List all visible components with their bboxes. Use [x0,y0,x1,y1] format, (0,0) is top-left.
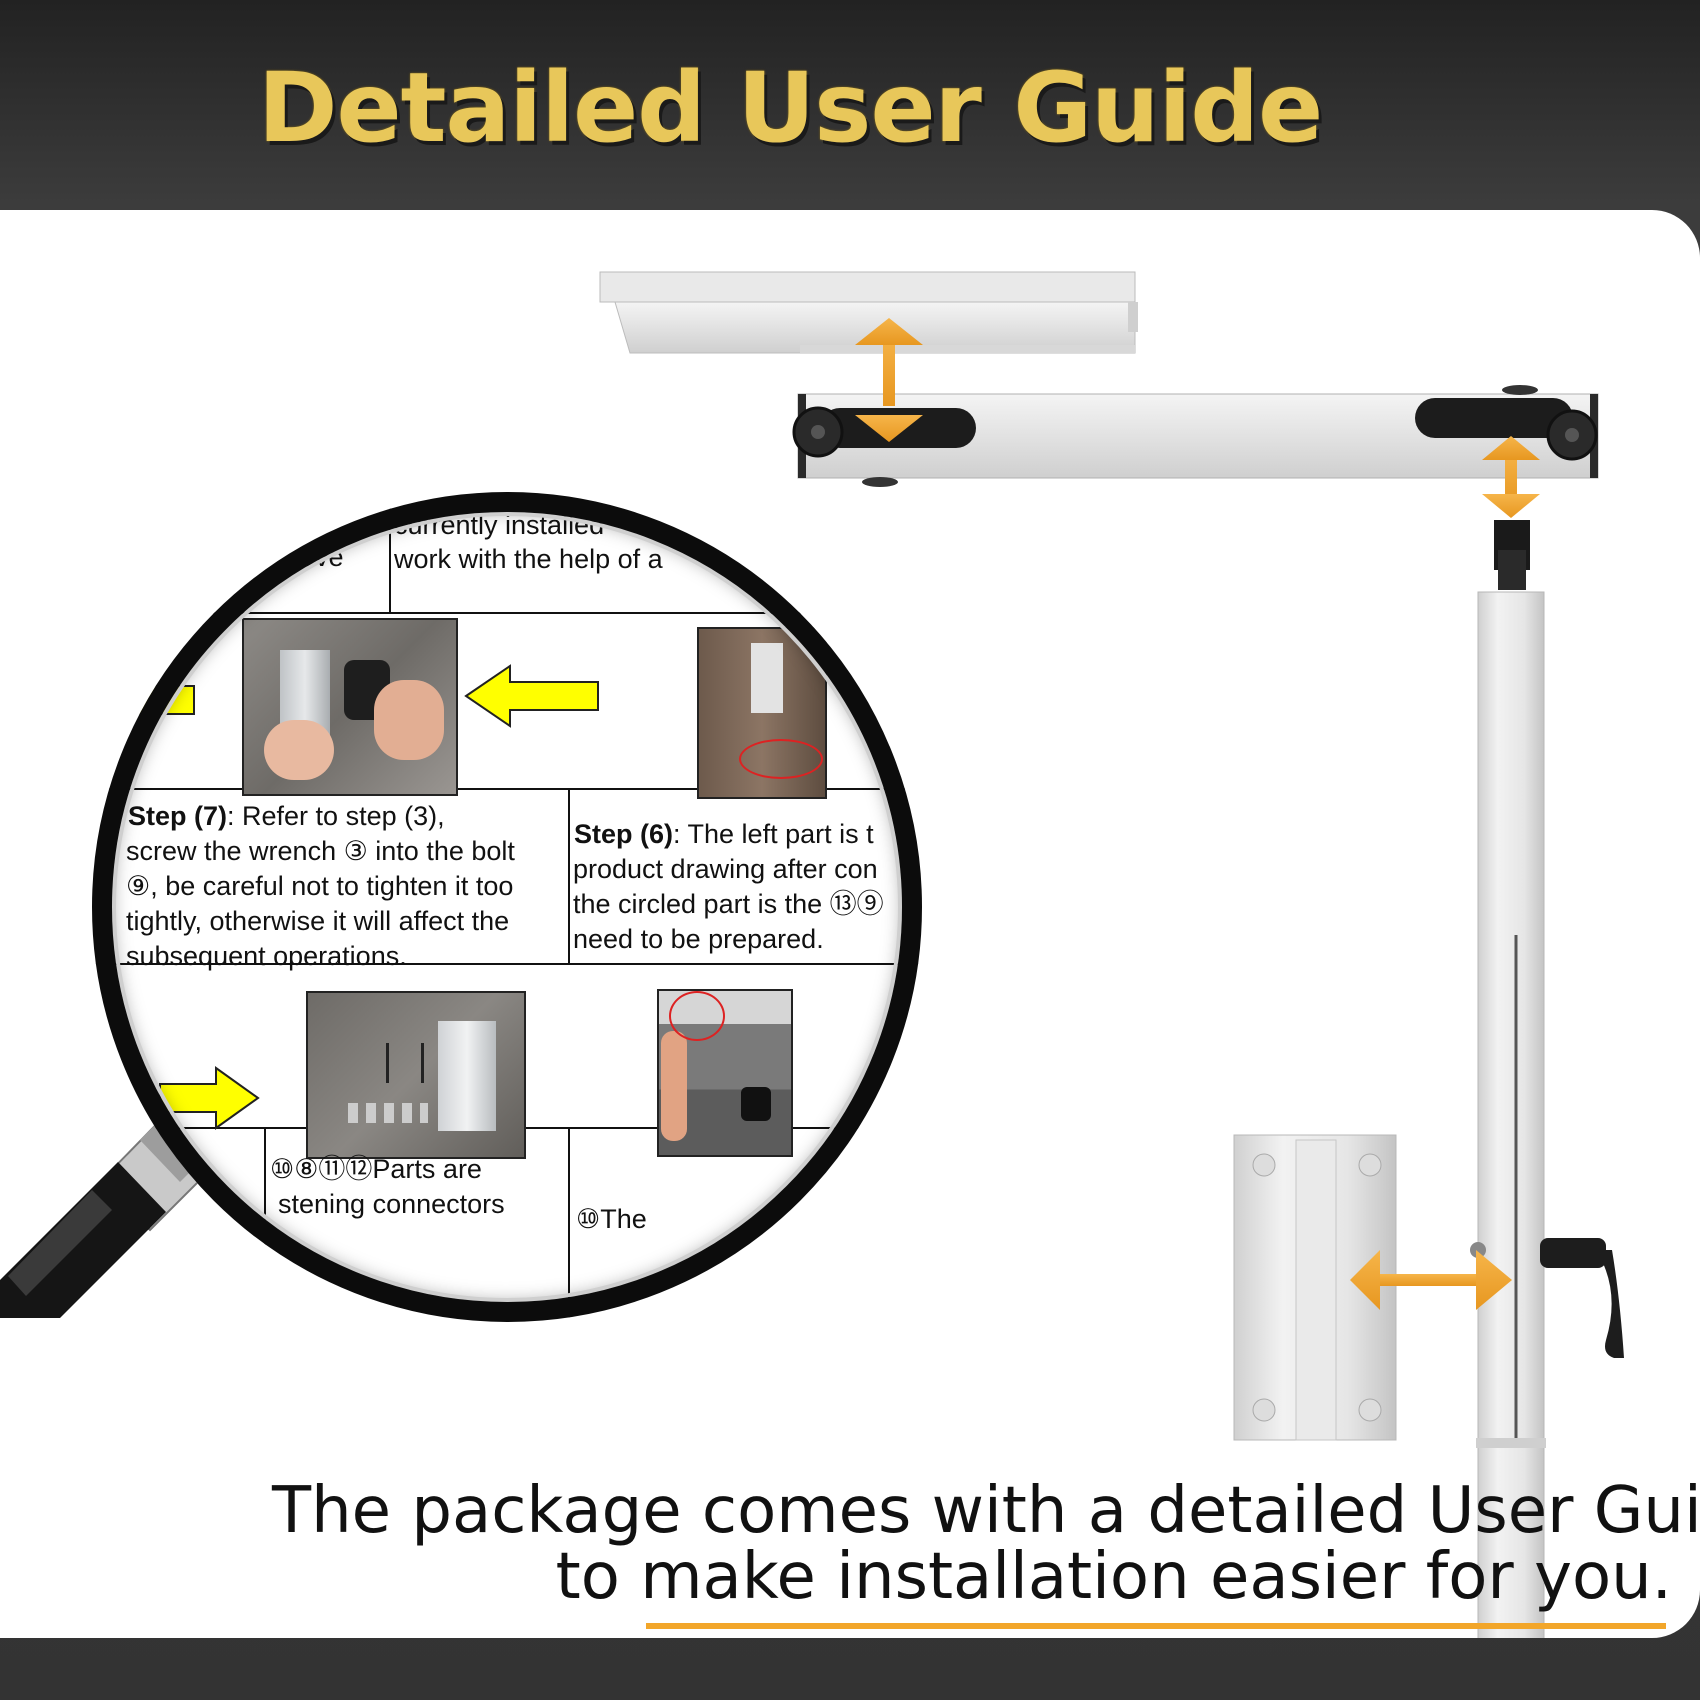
vertical-adjust-arrow-post [1482,436,1540,518]
table-rule [264,1127,266,1322]
table-rule [568,1127,570,1322]
step7-heading: Step (7): Refer to step (3), [128,801,445,831]
step7-text: screw the wrench ③ into the bolt [126,836,515,866]
table-rule [92,612,922,614]
manual-arrow-left [464,664,599,728]
caption-line-1: The package comes with a detailed User G… [272,1474,1700,1548]
table-mount-illustration [0,271,1624,1638]
step7-text: subsequent operations. [126,941,407,971]
parts-text: ⑩⑧⑪⑫Parts are [270,1154,482,1184]
caption: The package comes with a detailed User G… [272,1474,1700,1614]
page-title: Detailed User Guide [257,52,1323,164]
content-panel: ove currently installed work with the he… [0,210,1700,1638]
table-rule [92,963,922,965]
step6-text: product drawing after con [573,854,878,884]
step6-text: the circled part is the ⑬⑨ [573,889,884,919]
caption-underline [646,1623,1666,1629]
manual-arrow-fragment [132,685,195,715]
step6-heading: Step (6): The left part is t [574,819,874,849]
vertical-adjust-arrow-top [855,318,923,442]
step7-text: tightly, otherwise it will affect the [126,906,510,936]
manual-text: currently installed [394,510,605,540]
manual-photo-wrench-assembly [242,618,458,796]
magnifier-lens: ove currently installed work with the he… [92,492,922,1322]
user-guide-excerpt: ove currently installed work with the he… [92,492,922,1322]
parts-text: ⑩The [576,1204,647,1234]
manual-arrow-right [159,1066,260,1130]
step7-text: ⑨, be careful not to tighten it too [126,871,514,901]
post-clamp-lever [1470,1238,1624,1358]
parts-text: stening connectors [278,1189,505,1219]
step6-text: need to be prepared. [573,924,824,954]
vertical-post [1476,520,1546,1638]
manual-text: ove [300,542,344,572]
arm-knob-right [1415,398,1598,461]
caption-line-2: to make installation easier for you. [555,1540,1672,1614]
manual-photo-bracket-detail [657,989,793,1157]
table-rule [92,788,922,790]
horizontal-adjust-arrow [1350,1250,1512,1310]
top-slide-rail [599,271,1138,354]
manual-text: work with the help of a [394,544,663,574]
manual-photo-parts-kit [306,991,526,1159]
table-rule [568,788,570,963]
manual-photo-wall-mount [697,627,827,799]
table-rule [389,492,391,612]
